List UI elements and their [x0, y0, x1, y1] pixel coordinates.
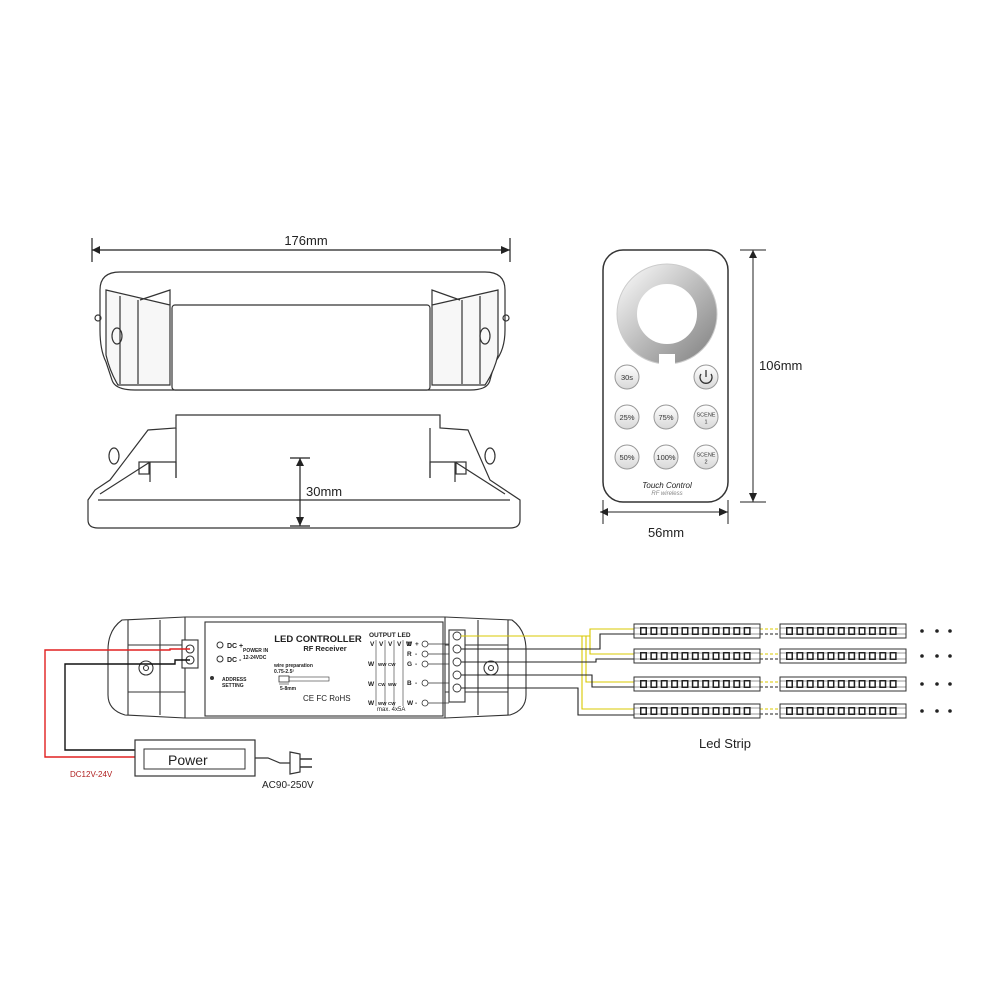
- ac-plug-icon: [289, 751, 301, 775]
- output-sign: +: [415, 641, 419, 648]
- label-dc-plus: DC +: [227, 643, 243, 650]
- remote-button-label: 30s: [621, 373, 633, 382]
- power-supply-label: Power: [168, 752, 208, 768]
- output-color: R: [407, 651, 412, 658]
- output-sign: -: [415, 651, 417, 658]
- label-address: ADDRESS: [222, 677, 247, 683]
- power-supply: [134, 739, 312, 777]
- continuation-dot: [920, 682, 924, 686]
- remote-button-label: 25%: [619, 413, 634, 422]
- output-terminals: [452, 631, 462, 693]
- label-output-led: OUTPUT LED: [369, 632, 411, 639]
- led-strip: [779, 648, 907, 664]
- led-strip: [779, 676, 907, 692]
- label-wire-gauge: 0.75-2.5²: [274, 669, 294, 675]
- output-header: V: [397, 641, 402, 648]
- continuation-dot: [935, 709, 939, 713]
- output-sign: -: [415, 700, 417, 707]
- output-ww: WW: [378, 662, 387, 667]
- remote-button-label: 1: [704, 420, 707, 426]
- continuation-dot: [935, 682, 939, 686]
- label-ac-input: AC90-250V: [262, 780, 314, 791]
- dim-controller-length: 176mm: [284, 233, 327, 248]
- output-sign: -: [415, 680, 417, 687]
- continuation-dot: [948, 629, 952, 633]
- led-strip: [633, 623, 761, 639]
- power-icon: [699, 373, 713, 384]
- remote-brand: Touch Control: [642, 481, 692, 490]
- output-color: V: [407, 641, 412, 648]
- strip-wires: [461, 628, 780, 716]
- output-ww: CW: [388, 662, 396, 667]
- continuation-dot: [935, 654, 939, 658]
- output-header: W: [406, 641, 413, 648]
- label-strip-length: 5-8mm: [280, 686, 297, 692]
- led-strip: [633, 648, 761, 664]
- label-setting: SETTING: [222, 683, 244, 689]
- remote-button-label: 2: [704, 460, 707, 466]
- output-header: V: [388, 641, 393, 648]
- label-dc-minus: DC -: [227, 657, 242, 664]
- controller-title: LED CONTROLLER: [274, 634, 362, 645]
- continuation-dot: [920, 654, 924, 658]
- output-ww: WW: [378, 701, 387, 706]
- output-ww: CW: [388, 701, 396, 706]
- output-color: W: [407, 700, 414, 707]
- label-power-in: POWER IN: [243, 648, 269, 654]
- remote-button[interactable]: 50%: [614, 444, 640, 470]
- continuation-dot: [948, 682, 952, 686]
- label-wire-prep: wire preparation: [273, 663, 313, 669]
- remote-button-label: 50%: [619, 453, 634, 462]
- continuation-dot: [948, 709, 952, 713]
- controller-wiring-body: [107, 616, 527, 719]
- label-max-current: max. 4x5A: [377, 707, 405, 713]
- output-color: B: [407, 680, 412, 687]
- led-strip: [779, 623, 907, 639]
- output-color: G: [407, 661, 412, 668]
- led-strip-label: Led Strip: [699, 736, 751, 751]
- continuation-dot: [935, 629, 939, 633]
- output-header: V: [370, 641, 375, 648]
- led-strip: [779, 703, 907, 719]
- remote-button-label: SCENE: [697, 413, 716, 419]
- controller-top-view: [91, 238, 511, 391]
- label-certification: CE FC RoHS: [303, 694, 351, 703]
- power-button[interactable]: [693, 364, 719, 390]
- remote-subbrand: RF wireless: [651, 491, 682, 497]
- controller-side-view: [87, 414, 521, 529]
- dim-remote-height: 106mm: [759, 358, 802, 373]
- continuation-dot: [920, 629, 924, 633]
- remote-button[interactable]: 25%: [614, 404, 640, 430]
- remote-button[interactable]: 75%: [653, 404, 679, 430]
- led-strip: [633, 703, 761, 719]
- led-strips: [633, 623, 952, 719]
- dim-remote-width: 56mm: [648, 525, 684, 540]
- led-strip: [633, 676, 761, 692]
- remote-button-label: 100%: [656, 453, 676, 462]
- output-header: V: [379, 641, 384, 648]
- power-wires: [44, 648, 190, 758]
- controller-subtitle: RF Receiver: [303, 644, 346, 653]
- label-dc-output: DC12V-24V: [70, 770, 113, 779]
- remote-button-label: 75%: [658, 413, 673, 422]
- dim-controller-height: 30mm: [306, 484, 342, 499]
- output-ww: WW: [388, 682, 397, 687]
- output-channel: W: [368, 661, 375, 668]
- continuation-dot: [948, 654, 952, 658]
- output-sign: -: [415, 661, 417, 668]
- output-channel: W: [368, 681, 375, 688]
- label-power-voltage: 12-24VDC: [243, 655, 267, 661]
- remote-control: [602, 249, 729, 503]
- remote-button[interactable]: 100%: [653, 444, 679, 470]
- output-ww: CW: [378, 682, 386, 687]
- output-channel: W: [368, 700, 375, 707]
- remote-button-label: SCENE: [697, 453, 716, 459]
- remote-button[interactable]: 30s: [614, 364, 640, 390]
- continuation-dot: [920, 709, 924, 713]
